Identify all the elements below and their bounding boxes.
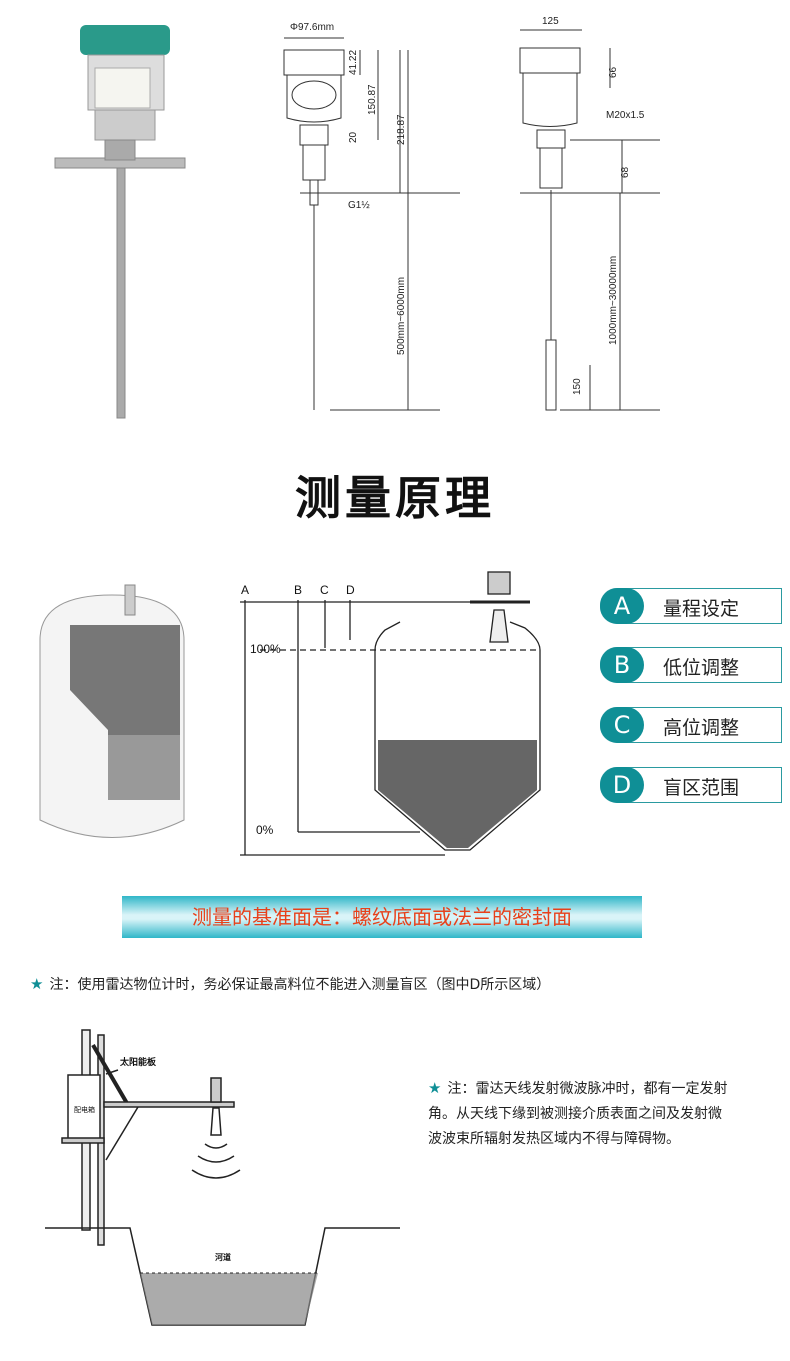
svg-text:500mm~6000mm: 500mm~6000mm (396, 277, 407, 355)
legend-badge: B (600, 647, 644, 683)
front-view-drawing: Φ97.6mm 41.22 150.87 218.87 20 G1½ 500mm… (283, 22, 460, 411)
legend-item-a: A 量程设定 (600, 588, 782, 624)
svg-text:218.87: 218.87 (396, 114, 407, 145)
note-text: 注：使用雷达物位计时，务必保证最高料位不能进入测量盲区（图中D所示区域） (49, 977, 551, 993)
legend-label: 盲区范围 (663, 777, 740, 799)
note-emission-angle: ★注：雷达天线发射微波脉冲时，都有一定发射角。从天线下缘到被测接介质表面之间及发… (428, 1076, 728, 1152)
svg-text:C: C (320, 583, 329, 597)
svg-text:150: 150 (572, 378, 583, 395)
principle-diagram: A B C D 100% 0% (39, 571, 541, 856)
svg-text:100%: 100% (250, 642, 281, 656)
svg-text:20: 20 (348, 131, 359, 143)
side-view-drawing: 125 66 M20x1.5 68 1000mm~30000mm 150 (519, 16, 660, 411)
tank-level-diagram: A B C D 100% 0% (240, 571, 541, 856)
product-photo (54, 25, 186, 419)
svg-text:河道: 河道 (215, 1252, 231, 1262)
svg-text:41.22: 41.22 (348, 50, 359, 75)
svg-text:66: 66 (608, 66, 619, 78)
legend-item-c: C 高位调整 (600, 707, 782, 743)
svg-text:D: D (346, 583, 355, 597)
legend-label: 量程设定 (663, 598, 740, 620)
svg-text:M20x1.5: M20x1.5 (606, 110, 645, 121)
section-title: 测量原理 (295, 471, 495, 525)
note-blind-zone: ★ 注：使用雷达物位计时，务必保证最高料位不能进入测量盲区（图中D所示区域） (30, 974, 550, 994)
svg-text:Φ97.6mm: Φ97.6mm (290, 22, 334, 33)
svg-text:太阳能板: 太阳能板 (119, 1056, 157, 1067)
svg-text:A: A (241, 583, 249, 597)
svg-text:68: 68 (620, 166, 631, 178)
svg-text:G1½: G1½ (348, 200, 370, 211)
star-icon: ★ (428, 1079, 442, 1097)
note-text: 注：雷达天线发射微波脉冲时，都有一定发射角。从天线下缘到被测接介质表面之间及发射… (428, 1081, 728, 1147)
legend-item-d: D 盲区范围 (600, 767, 782, 803)
svg-text:0%: 0% (256, 823, 274, 837)
svg-text:B: B (294, 583, 302, 597)
legend-badge: D (600, 767, 644, 803)
legend-badge: C (600, 707, 644, 743)
svg-text:配电箱: 配电箱 (74, 1105, 95, 1114)
legend-badge: A (600, 588, 644, 624)
reference-banner: 测量的基准面是：螺纹底面或法兰的密封面 (122, 896, 642, 938)
svg-text:1000mm~30000mm: 1000mm~30000mm (608, 256, 619, 345)
svg-text:125: 125 (542, 16, 559, 27)
svg-text:150.87: 150.87 (367, 84, 378, 115)
legend-item-b: B 低位调整 (600, 647, 782, 683)
tank-cutaway-illustration (39, 584, 185, 838)
legend-label: 高位调整 (663, 717, 740, 739)
legend-label: 低位调整 (663, 657, 740, 679)
product-drawings: Φ97.6mm 41.22 150.87 218.87 20 G1½ 500mm… (54, 16, 660, 419)
star-icon: ★ (30, 975, 44, 993)
installation-diagram: 太阳能板 配电箱 河道 (45, 1029, 400, 1326)
